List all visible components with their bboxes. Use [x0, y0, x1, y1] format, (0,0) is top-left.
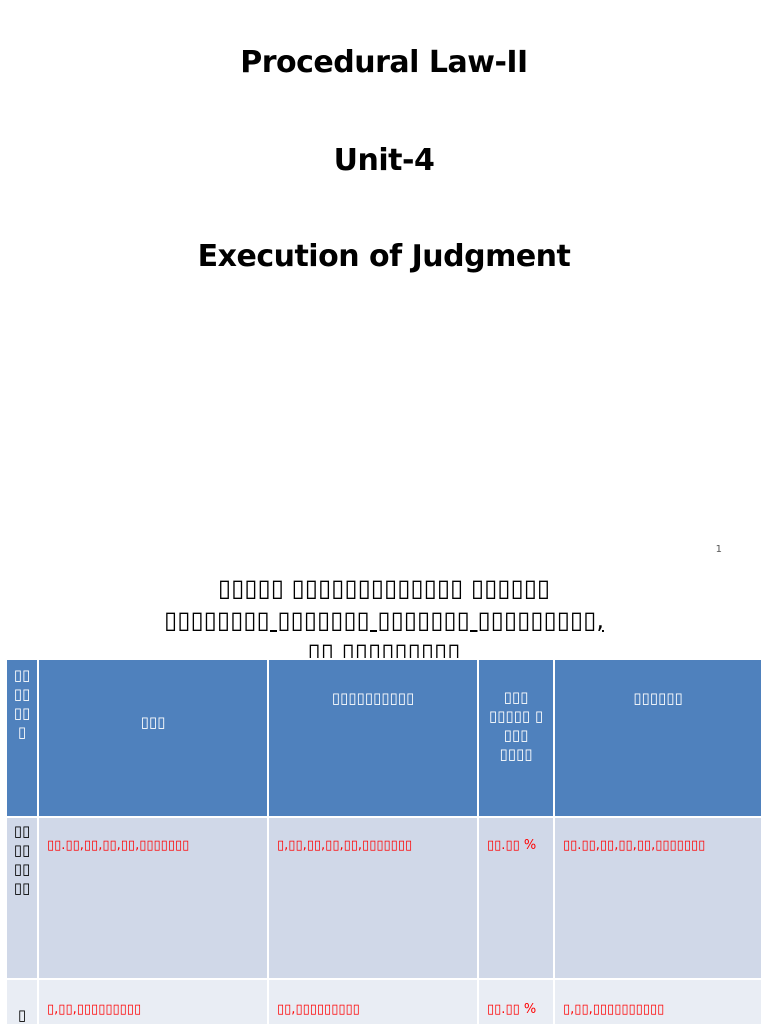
heading-line-1: ▯▯▯▯▯ ▯▯▯▯▯▯▯▯▯▯▯▯▯ ▯▯▯▯▯▯ [217, 574, 551, 602]
page-number: 1 [715, 544, 722, 555]
table-row: ▯▯▯▯▯▯▯▯ ▯▯.▯▯,▯▯,▯▯,▯▯,▯▯▯▯▯▯▯ ▯,▯▯,▯▯,… [5, 816, 763, 980]
cell-value: ▯▯.▯▯,▯▯,▯▯,▯▯,▯▯▯▯▯▯▯ [47, 838, 190, 853]
table-cell: ▯,▯▯,▯▯,▯▯,▯▯,▯▯▯▯▯▯▯ [267, 816, 479, 980]
row-label-cell: ▯ [5, 978, 39, 1024]
table-cell: ▯,▯▯,▯▯▯▯▯▯▯▯▯▯ [553, 978, 763, 1024]
table-cell: ▯▯.▯▯,▯▯,▯▯,▯▯,▯▯▯▯▯▯▯ [553, 816, 763, 980]
table-cell: ▯,▯▯,▯▯▯▯▯▯▯▯▯ [37, 978, 269, 1024]
data-table: ▯▯▯▯▯▯▯ ▯▯▯ ▯▯▯▯▯▯▯▯▯▯ ▯▯▯ ▯▯▯▯▯ ▯ ▯▯▯ ▯… [5, 658, 763, 1024]
header-sales-text: ▯▯▯▯▯▯▯▯▯▯ [331, 689, 415, 707]
row-label-text: ▯▯▯▯▯▯▯▯ [13, 822, 31, 897]
header-cell-name: ▯▯▯ [37, 658, 269, 818]
cell-value: ▯▯.▯▯,▯▯,▯▯,▯▯,▯▯▯▯▯▯▯ [563, 838, 706, 853]
header-cell-sales: ▯▯▯▯▯▯▯▯▯▯ [267, 658, 479, 818]
header-cell-label: ▯▯▯▯▯▯▯ [5, 658, 39, 818]
data-table-container: ▯▯▯▯▯▯▯ ▯▯▯ ▯▯▯▯▯▯▯▯▯▯ ▯▯▯ ▯▯▯▯▯ ▯ ▯▯▯ ▯… [5, 658, 763, 1024]
row-label-text: ▯ [17, 1006, 27, 1024]
header-profit-text: ▯▯▯▯▯▯ [633, 689, 683, 707]
row-label-cell: ▯▯▯▯▯▯▯▯ [5, 816, 39, 980]
header-cell-profit: ▯▯▯▯▯▯ [553, 658, 763, 818]
header-cell-growth: ▯▯▯ ▯▯▯▯▯ ▯ ▯▯▯ ▯▯▯▯ [477, 658, 555, 818]
table-cell: ▯▯,▯▯▯▯▯▯▯▯▯ [267, 978, 479, 1024]
header-name-text: ▯▯▯ [140, 713, 166, 731]
cell-value: ▯▯,▯▯▯▯▯▯▯▯▯ [277, 1002, 360, 1017]
header-label-text: ▯▯▯▯▯▯▯ [13, 666, 31, 741]
table-header-row: ▯▯▯▯▯▯▯ ▯▯▯ ▯▯▯▯▯▯▯▯▯▯ ▯▯▯ ▯▯▯▯▯ ▯ ▯▯▯ ▯… [5, 658, 763, 818]
table-cell: ▯▯.▯▯ % [477, 816, 555, 980]
cell-value: ▯,▯▯,▯▯▯▯▯▯▯▯▯▯ [563, 1002, 665, 1017]
cell-value: ▯,▯▯,▯▯,▯▯,▯▯,▯▯▯▯▯▯▯ [277, 838, 413, 853]
title-slide: Procedural Law-II Unit-4 Execution of Ju… [197, 45, 722, 555]
heading-line-2: ▯▯▯▯▯▯▯▯ ▯▯▯▯▯▯▯ ▯▯▯▯▯▯▯ ▯▯▯▯▯▯▯▯▯, [164, 606, 604, 634]
table-cell: ▯▯.▯▯,▯▯,▯▯,▯▯,▯▯▯▯▯▯▯ [37, 816, 269, 980]
header-growth-text: ▯▯▯ ▯▯▯▯▯ ▯ ▯▯▯ ▯▯▯▯ [488, 688, 544, 763]
cell-value: ▯▯.▯▯ % [487, 838, 537, 853]
slide2-heading: ▯▯▯▯▯ ▯▯▯▯▯▯▯▯▯▯▯▯▯ ▯▯▯▯▯▯ ▯▯▯▯▯▯▯▯ ▯▯▯▯… [0, 572, 768, 668]
slide-title-unit: Unit-4 [333, 143, 435, 178]
cell-value: ▯▯.▯▯ % [487, 1002, 537, 1017]
slide-title-topic: Execution of Judgment [197, 239, 571, 274]
slide-title-course: Procedural Law-II [240, 45, 528, 80]
table-row: ▯ ▯,▯▯,▯▯▯▯▯▯▯▯▯ ▯▯,▯▯▯▯▯▯▯▯▯ ▯▯.▯▯ % ▯,… [5, 978, 763, 1024]
table-cell: ▯▯.▯▯ % [477, 978, 555, 1024]
cell-value: ▯,▯▯,▯▯▯▯▯▯▯▯▯ [47, 1002, 142, 1017]
